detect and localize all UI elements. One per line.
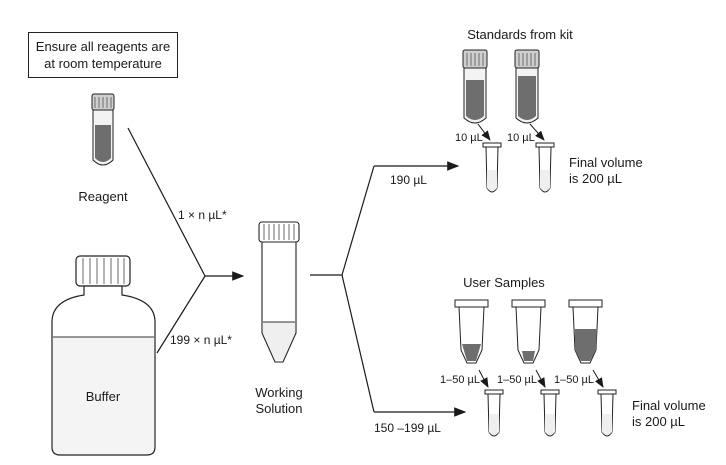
sample-tube-1-icon [454,299,489,364]
sample-transfer-label-3: 1–50 µL [554,374,594,386]
std-transfer-label-2: 10 µL [507,132,535,144]
standard-vial-2-icon [514,49,540,124]
working-solution-tube-icon [258,221,300,363]
final-volume-standards-2: is 200 µL [569,171,622,186]
buffer-flow-line [156,275,206,354]
reagent-label: Reagent [78,189,128,204]
reagent-volume-label: 1 × n µL* [178,208,227,222]
samples-volume-label: 150 –199 µL [374,421,441,435]
sample-transfer-arrow-2 [535,369,546,388]
sample-transfer-arrow-1 [478,369,489,388]
final-volume-samples-1: Final volume [632,398,706,413]
sample-tube-3-icon [568,299,603,364]
buffer-volume-label: 199 × n µL* [170,333,232,347]
standard-vial-1-icon [462,49,488,124]
sample-microtube-2-icon [540,389,560,437]
std-transfer-arrow-1 [477,123,491,141]
standards-title: Standards from kit [467,27,573,42]
sample-transfer-arrow-3 [592,369,604,388]
sample-transfer-label-2: 1–50 µL [497,374,537,386]
std-transfer-label-1: 10 µL [455,132,483,144]
reagent-flow-line [127,127,206,277]
std-transfer-arrow-2 [529,123,545,141]
sample-tube-2-icon [511,299,546,364]
buffer-bottle-icon [51,255,156,456]
reagent-vial-icon [91,93,115,166]
standard-microtube-2-icon [535,142,555,193]
working-solution-label-2: Solution [256,401,303,416]
note-line-2: at room temperature [44,56,162,71]
standards-branch-line [341,165,375,276]
standard-microtube-1-icon [482,142,502,193]
final-volume-samples-2: is 200 µL [632,414,685,429]
sample-microtube-1-icon [484,389,504,437]
samples-branch-line [341,274,375,413]
note-line-1: Ensure all reagents are [35,39,171,54]
room-temperature-note: Ensure all reagents are at room temperat… [28,32,178,78]
buffer-label: Buffer [86,389,121,404]
sample-microtube-3-icon [597,389,617,437]
working-solution-label-1: Working [255,385,302,400]
standards-volume-label: 190 µL [390,173,427,187]
samples-title: User Samples [463,275,545,290]
sample-transfer-label-1: 1–50 µL [440,374,480,386]
final-volume-standards-1: Final volume [569,155,643,170]
